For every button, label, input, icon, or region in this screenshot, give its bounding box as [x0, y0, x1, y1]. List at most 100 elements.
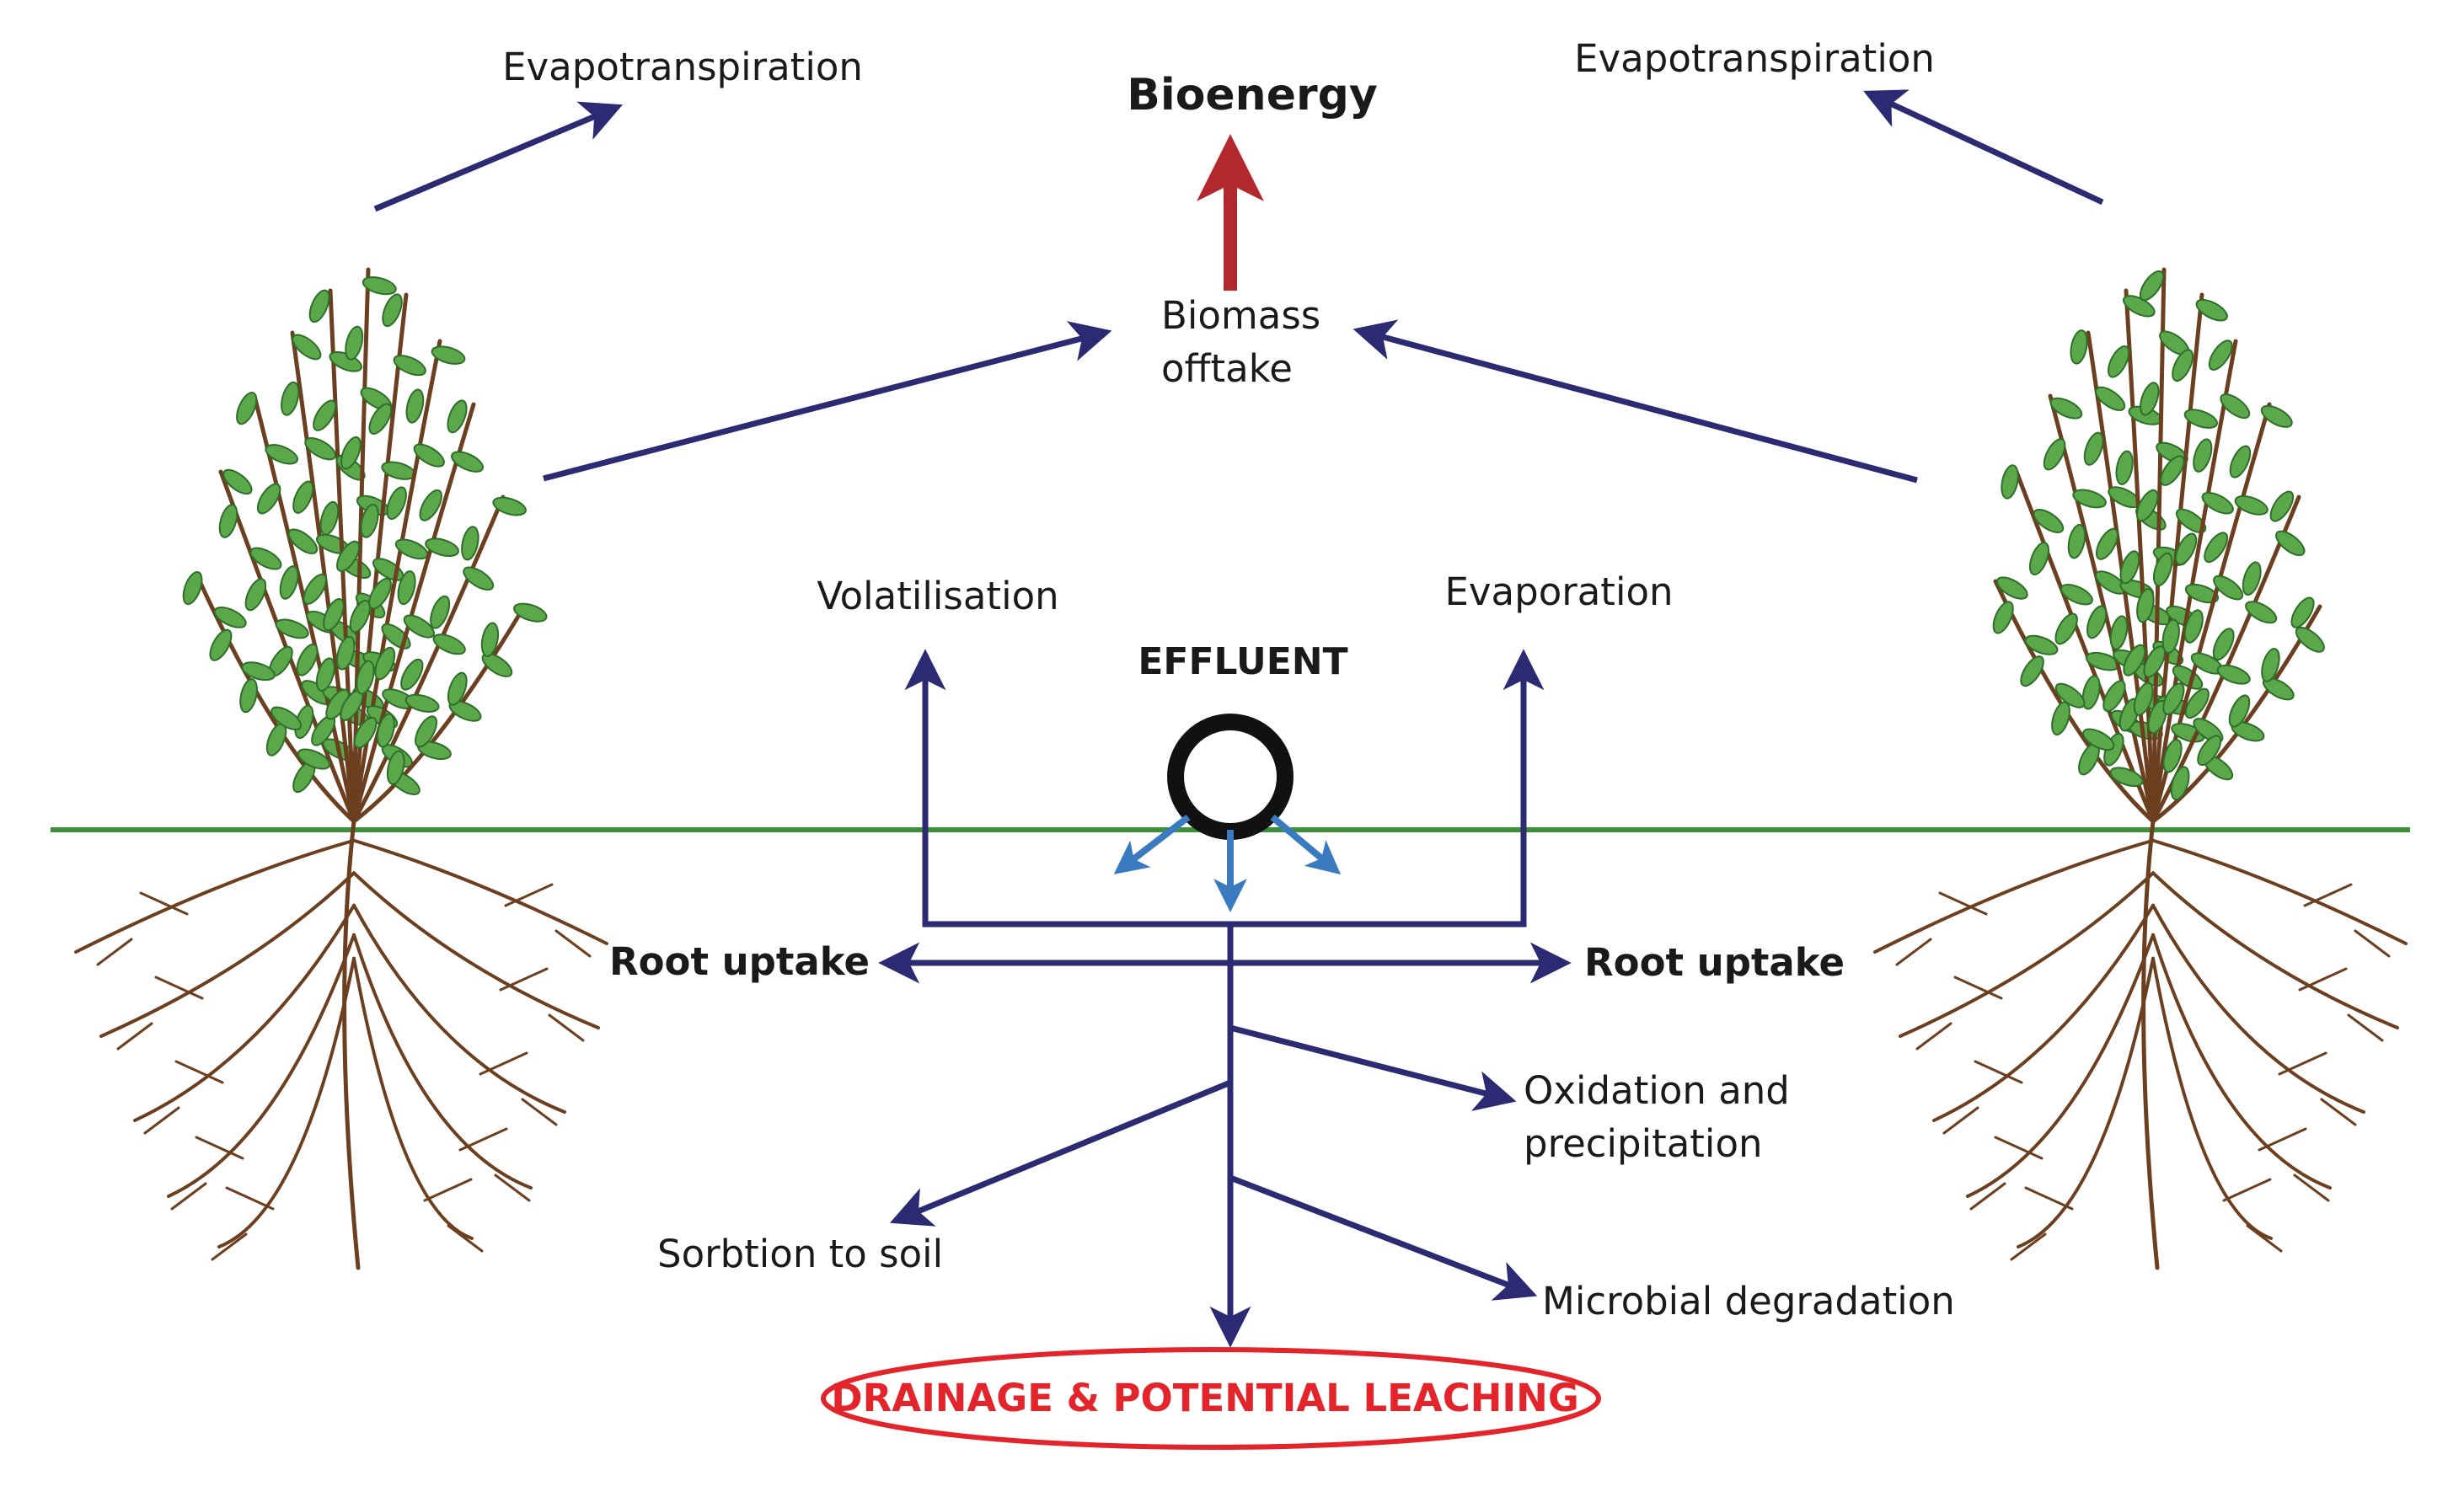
plant-leaf	[2033, 509, 2065, 533]
plant-root	[2293, 1174, 2330, 1202]
plant-leaf	[451, 451, 485, 473]
plant-leaf	[2072, 489, 2107, 509]
drainage-ellipse	[821, 1347, 1601, 1450]
plant-leaf	[2020, 655, 2044, 687]
plant-leaf	[492, 496, 527, 516]
plant-leaf	[256, 483, 281, 515]
plant-leaf	[413, 443, 445, 468]
plant-leaf	[2070, 329, 2088, 365]
plant-root	[2151, 903, 2365, 1114]
plant-root	[2258, 1127, 2307, 1152]
plant-leaf	[513, 602, 548, 623]
plant-stem	[2151, 339, 2238, 824]
plant-root	[2151, 871, 2399, 1029]
root-uptake-right-label: Root uptake	[1584, 940, 1845, 985]
plant-root	[2024, 1186, 2074, 1211]
oxidation-label-line2: precipitation	[1524, 1121, 1763, 1166]
plant-root	[2347, 1013, 2384, 1042]
plant-leaf	[362, 276, 397, 296]
plant-leaf	[2193, 438, 2213, 473]
plant-root	[2320, 1098, 2357, 1126]
plant-stem	[351, 402, 476, 824]
plant-leaf	[2234, 495, 2268, 516]
plant-leaf	[271, 706, 303, 731]
plant-leaf	[415, 715, 438, 748]
sorbtion-arrow	[889, 1079, 1232, 1227]
plant-stem	[2151, 604, 2322, 824]
plant-leaf	[2175, 508, 2207, 533]
plant-leaf	[419, 489, 442, 521]
plant-root	[174, 1060, 224, 1084]
plant-stem	[2086, 330, 2156, 824]
plant-leaf	[2067, 524, 2086, 559]
plant-root	[548, 1013, 585, 1042]
plant-leaf	[2183, 409, 2218, 429]
plant-root	[423, 1178, 473, 1202]
plant-root	[1969, 1182, 2006, 1211]
plant-root	[116, 1022, 153, 1051]
plant-leaf	[2152, 552, 2173, 587]
plant-root	[167, 933, 356, 1198]
plant-leaf	[2195, 298, 2228, 322]
plant-root	[2017, 956, 2155, 1248]
plant-leaf	[2139, 270, 2165, 302]
plant-leaf	[376, 713, 395, 748]
plant-stem	[351, 267, 371, 824]
plant-leaf	[2204, 532, 2229, 564]
plant-root	[2278, 1051, 2327, 1076]
plant-root	[1994, 1136, 2044, 1160]
evapotranspiration-right-label: Evapotranspiration	[1574, 36, 1935, 81]
plant-root	[225, 1186, 275, 1211]
plant-leaf	[353, 716, 378, 749]
plant-leaf	[249, 547, 282, 570]
plant-leaf	[2054, 682, 2086, 708]
plant-leaf	[432, 634, 466, 655]
plant-leaf	[335, 635, 356, 671]
plant-leaf	[336, 540, 361, 572]
plant-leaf	[2275, 530, 2306, 557]
plant-root	[1942, 1106, 1979, 1135]
plant-root	[352, 903, 566, 1114]
plant-leaf	[368, 403, 393, 435]
plant-leaf	[244, 578, 267, 612]
plant-stem	[1993, 579, 2156, 824]
plant-leaf	[2133, 682, 2154, 716]
plant-leaf	[265, 444, 299, 465]
plant-leaf	[2201, 491, 2234, 515]
oxidation-arrow	[1229, 1024, 1517, 1111]
plant-leaf	[236, 392, 258, 425]
plant-leaf	[2083, 431, 2104, 466]
plant-icon	[74, 267, 608, 1270]
plant-root	[458, 1127, 508, 1152]
plant-leaf	[2162, 739, 2183, 773]
plant-leaf	[304, 437, 337, 461]
plant-root	[554, 929, 592, 958]
plant-leaf	[2290, 596, 2315, 628]
plant-root	[1938, 891, 1988, 916]
plant-stem	[351, 604, 527, 824]
evapotranspiration-right-arrow	[1863, 89, 2104, 206]
plant-leaf	[2183, 609, 2204, 644]
biomass-right-arrow	[1353, 319, 1918, 484]
plant-leaf	[2107, 345, 2130, 378]
plant-leaf	[368, 577, 392, 610]
plant-leaf	[319, 500, 340, 536]
plant-leaf	[2049, 397, 2083, 420]
plant-root	[342, 819, 361, 1270]
plant-leaf	[2160, 455, 2185, 486]
plant-leaf	[481, 653, 513, 677]
plant-root	[217, 956, 356, 1248]
plant-root	[479, 1051, 528, 1076]
plant-leaf	[2043, 438, 2066, 471]
plant-leaf	[2054, 612, 2078, 645]
plant-leaf	[425, 537, 459, 557]
plant-root	[352, 838, 608, 945]
plant-stem	[328, 288, 356, 824]
volatilisation-evaporation-loop	[904, 649, 1545, 928]
plant-root	[1899, 871, 2155, 1038]
plant-root	[211, 1232, 248, 1261]
plant-leaf	[349, 600, 371, 634]
plant-leaf	[313, 399, 337, 431]
